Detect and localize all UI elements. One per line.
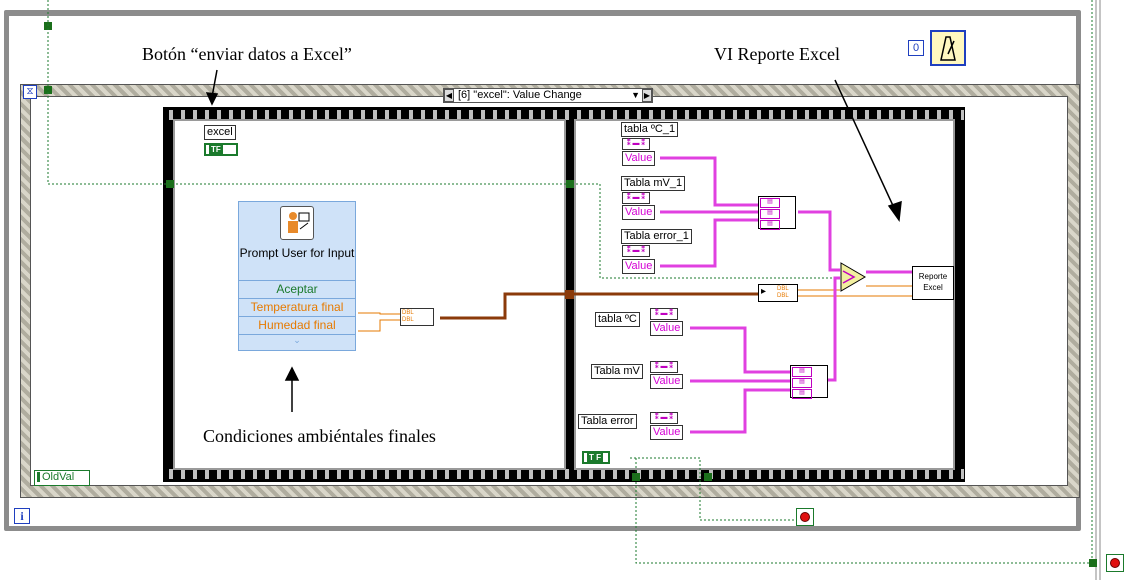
annotation-condiciones: Condiciones ambiéntales finales <box>203 426 436 446</box>
excel-terminal[interactable]: TF ▸ <box>204 143 238 156</box>
prev-case-icon[interactable]: ◀ <box>444 89 454 102</box>
wire-node <box>566 180 574 188</box>
stop-terminal <box>1106 554 1124 572</box>
table-label: tabla ºC_1 <box>621 122 679 137</box>
event-selector[interactable]: ◀ [6] "excel": Value Change ▼ ▶ <box>443 88 653 103</box>
table-terminal: ⁑ ▬ ⁑ <box>622 245 650 257</box>
cluster-tunnel <box>565 290 574 299</box>
table-terminal: ⁑ ▬ ⁑ <box>650 308 678 320</box>
prompt-user-express-vi[interactable]: Prompt User for Input Aceptar Temperatur… <box>238 201 356 351</box>
wire-node <box>1089 559 1097 567</box>
bool-constant[interactable]: T F <box>582 451 610 464</box>
prompt-item-temperatura[interactable]: Temperatura final <box>239 298 355 316</box>
prompt-item-aceptar[interactable]: Aceptar <box>239 280 355 298</box>
value-property: Value <box>622 151 656 166</box>
reporte-excel-vi[interactable]: Reporte Excel <box>912 266 954 300</box>
next-case-icon[interactable]: ▶ <box>642 89 652 102</box>
loop-iteration-icon: i <box>14 508 30 524</box>
expand-icon[interactable]: ⌄ <box>239 334 355 347</box>
event-selector-label: [6] "excel": Value Change <box>458 89 582 101</box>
value-property: Value <box>650 374 684 389</box>
metronome-icon <box>930 30 966 66</box>
table-terminal: ⁑ ▬ ⁑ <box>622 138 650 150</box>
timeout-icon: ⧖ <box>23 85 37 99</box>
table-terminal: ⁑ ▬ ⁑ <box>622 192 650 204</box>
excel-label: excel <box>204 125 236 140</box>
table-label: Tabla error <box>578 414 637 429</box>
table-terminal: ⁑ ▬ ⁑ <box>650 412 678 424</box>
chevron-down-icon[interactable]: ▼ <box>631 90 640 100</box>
table-label: Tabla mV <box>591 364 643 379</box>
merge-signals-icon <box>840 262 866 292</box>
wait-constant[interactable]: 0 <box>908 40 924 56</box>
wire-node <box>632 473 640 481</box>
build-array-node: ▤▤▤ <box>758 196 796 230</box>
prompt-item-humedad[interactable]: Humedad final <box>239 316 355 334</box>
value-property: Value <box>650 321 684 336</box>
wire-node <box>166 180 174 188</box>
wire-node <box>704 473 712 481</box>
table-terminal: ⁑ ▬ ⁑ <box>650 361 678 373</box>
prompt-user-icon <box>280 206 314 240</box>
value-property: Value <box>622 259 656 274</box>
table-label: Tabla error_1 <box>621 229 692 244</box>
oldval-terminal: OldVal <box>34 470 90 486</box>
prompt-user-title: Prompt User for Input <box>239 246 355 260</box>
annotation-boton: Botón “enviar datos a Excel” <box>142 44 352 64</box>
annotation-vi-reporte: VI Reporte Excel <box>714 44 840 64</box>
table-label: Tabla mV_1 <box>621 176 686 191</box>
value-property: Value <box>622 205 656 220</box>
build-array-node: ▤▤▤ <box>790 365 828 399</box>
table-label: tabla ºC <box>595 312 640 327</box>
value-property: Value <box>650 425 684 440</box>
stop-terminal <box>796 508 814 526</box>
